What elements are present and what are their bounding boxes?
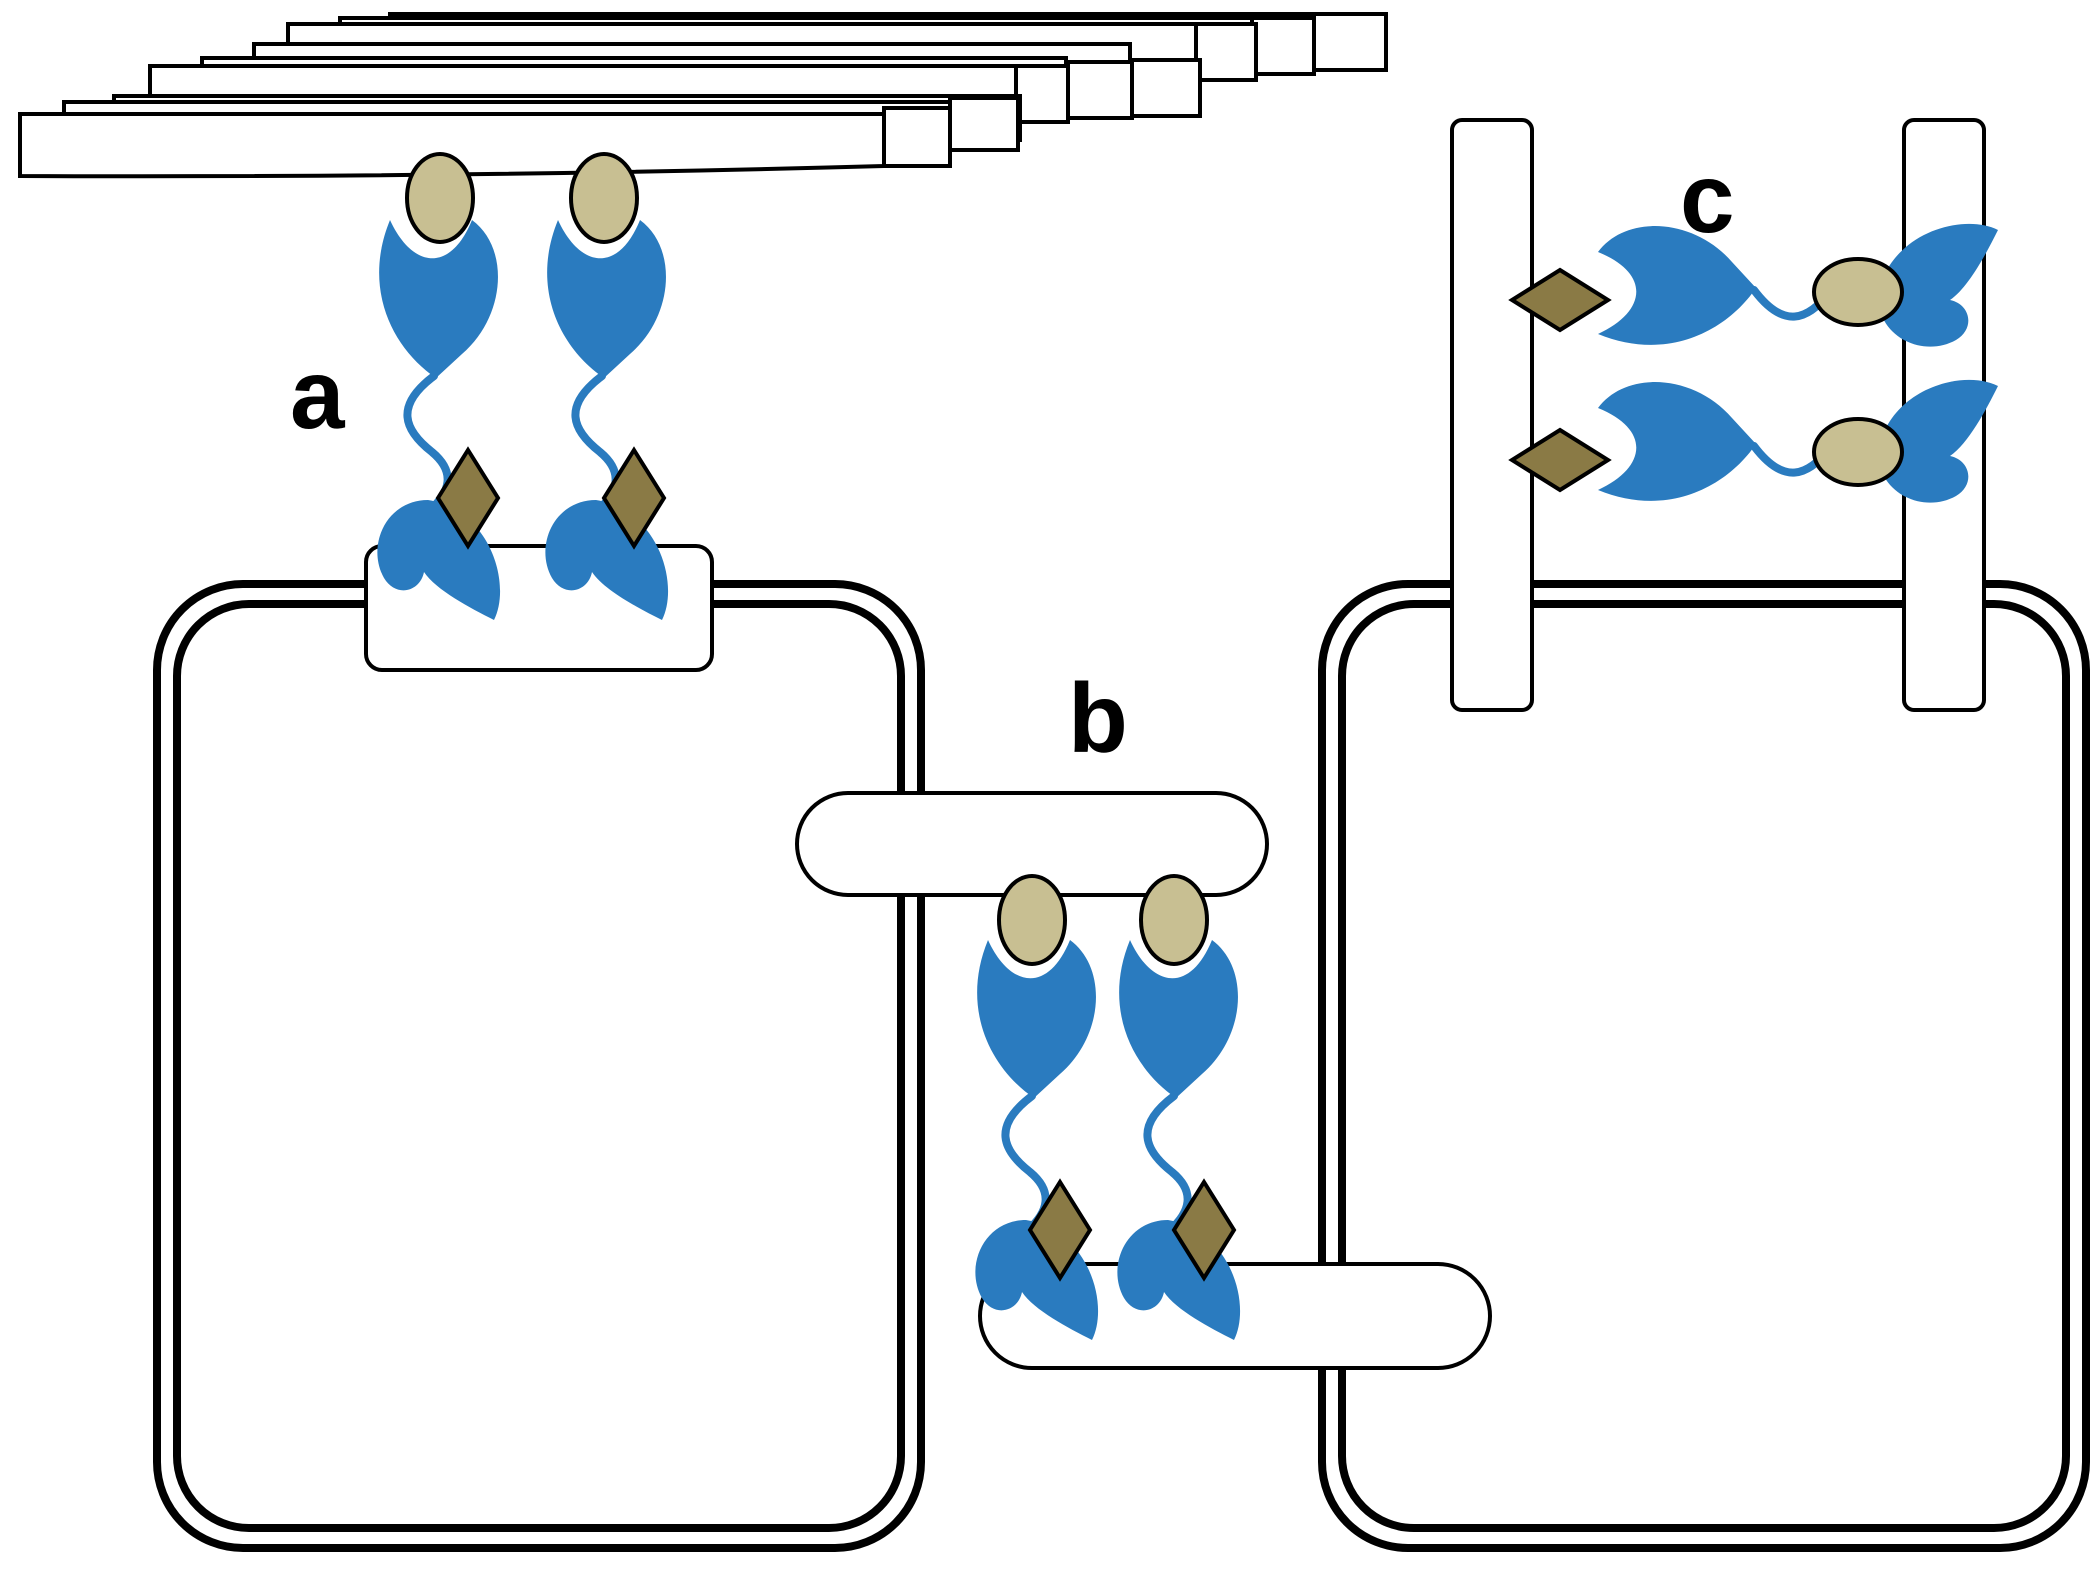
ligand-oval-icon (997, 874, 1067, 966)
matrix-fibre-cap (1310, 12, 1388, 72)
receptor-icon (545, 220, 668, 620)
label-a: a (290, 339, 346, 449)
matrix-fibres (18, 12, 1388, 179)
matrix-fibre-cap (1250, 16, 1316, 76)
matrix-fibre-cap (882, 106, 952, 168)
ligand-oval-icon (1139, 874, 1209, 966)
receptor-icon (377, 220, 500, 620)
matrix-fibre-cap (948, 96, 1020, 152)
label-b: b (1068, 663, 1128, 773)
right-cell (1318, 580, 2090, 1552)
ligand-oval-icon (1812, 417, 1904, 487)
matrix-fibre-cap (1014, 64, 1070, 124)
label-c: c (1680, 143, 1735, 253)
receptor-icon (975, 940, 1098, 1340)
ligand-oval-icon (405, 152, 475, 244)
ligand-oval-icon (569, 152, 639, 244)
receptor-icon (1117, 940, 1240, 1340)
ligand-oval-icon (1812, 257, 1904, 327)
membrane-protein-c-left (1450, 118, 1534, 712)
receptor-icon (1598, 224, 1998, 347)
matrix-fibre-cap (1064, 60, 1134, 120)
left-cell (153, 580, 925, 1552)
matrix-fibre-cap (1194, 22, 1258, 82)
receptor-icon (1598, 380, 1998, 503)
matrix-fibre-cap (1128, 58, 1202, 118)
